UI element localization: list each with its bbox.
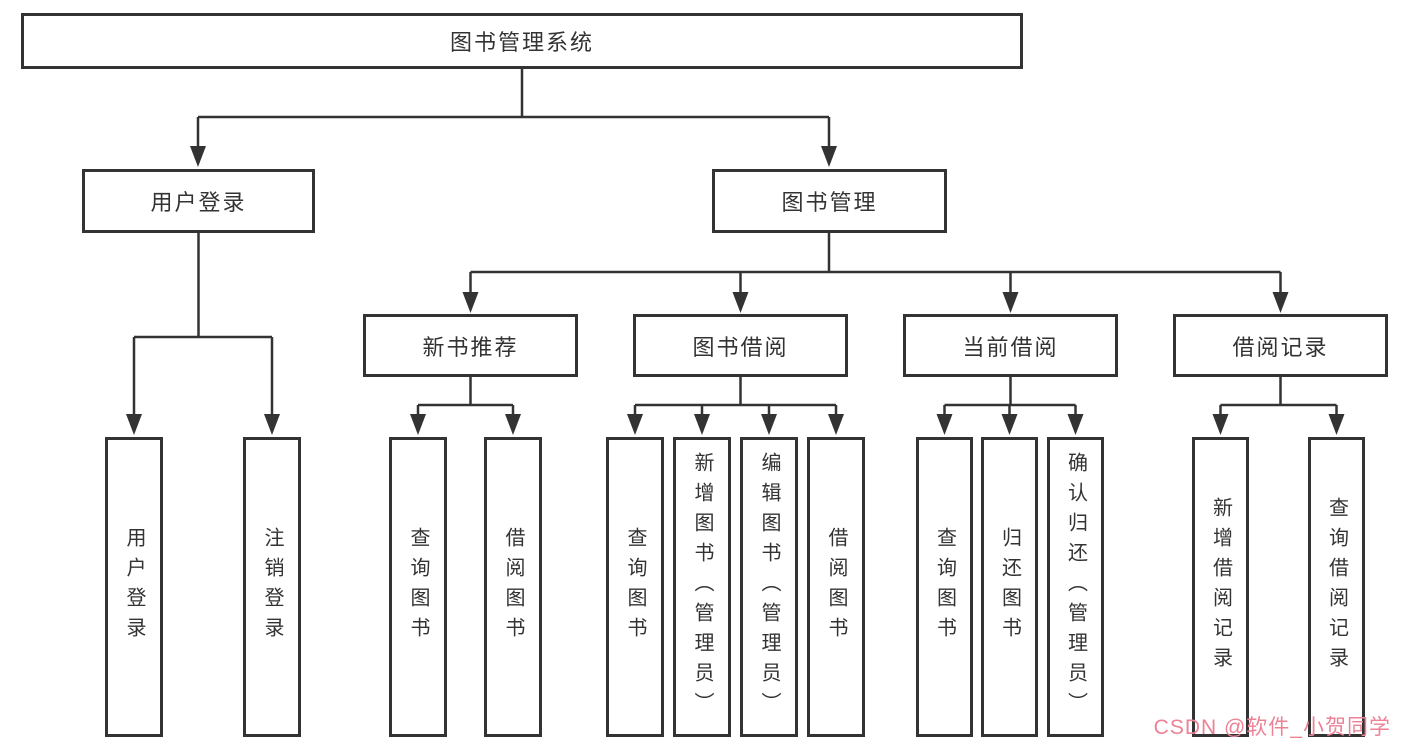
- leaf-borrow-books: 借阅图书: [807, 437, 865, 737]
- leaf-add-borrow-record: 新增借阅记录: [1192, 437, 1249, 737]
- node-library-management-system: 图书管理系统: [21, 13, 1023, 69]
- leaf-add-books-admin: 新增图书（管理员）: [673, 437, 731, 737]
- node-user-login: 用户登录: [82, 169, 315, 233]
- leaf-edit-books-admin: 编辑图书（管理员）: [740, 437, 798, 737]
- leaf-return-books: 归还图书: [981, 437, 1038, 737]
- arrowheads: [126, 146, 1345, 435]
- leaf-confirm-return-admin: 确认归还（管理员）: [1047, 437, 1104, 737]
- csdn-watermark: CSDN @软件_小贺同学: [1153, 716, 1391, 739]
- node-book-management: 图书管理: [712, 169, 947, 233]
- node-book-borrow: 图书借阅: [633, 314, 848, 377]
- node-current-borrow: 当前借阅: [903, 314, 1118, 377]
- leaf-query-borrow-record: 查询借阅记录: [1308, 437, 1365, 737]
- node-borrow-records: 借阅记录: [1173, 314, 1388, 377]
- node-new-book-recommend: 新书推荐: [363, 314, 578, 377]
- leaf-query-books: 查询图书: [916, 437, 973, 737]
- leaf-borrow-books: 借阅图书: [484, 437, 542, 737]
- leaf-query-books: 查询图书: [389, 437, 447, 737]
- leaf-query-books: 查询图书: [606, 437, 664, 737]
- leaf-logout: 注销登录: [243, 437, 301, 737]
- leaf-user-login: 用户登录: [105, 437, 163, 737]
